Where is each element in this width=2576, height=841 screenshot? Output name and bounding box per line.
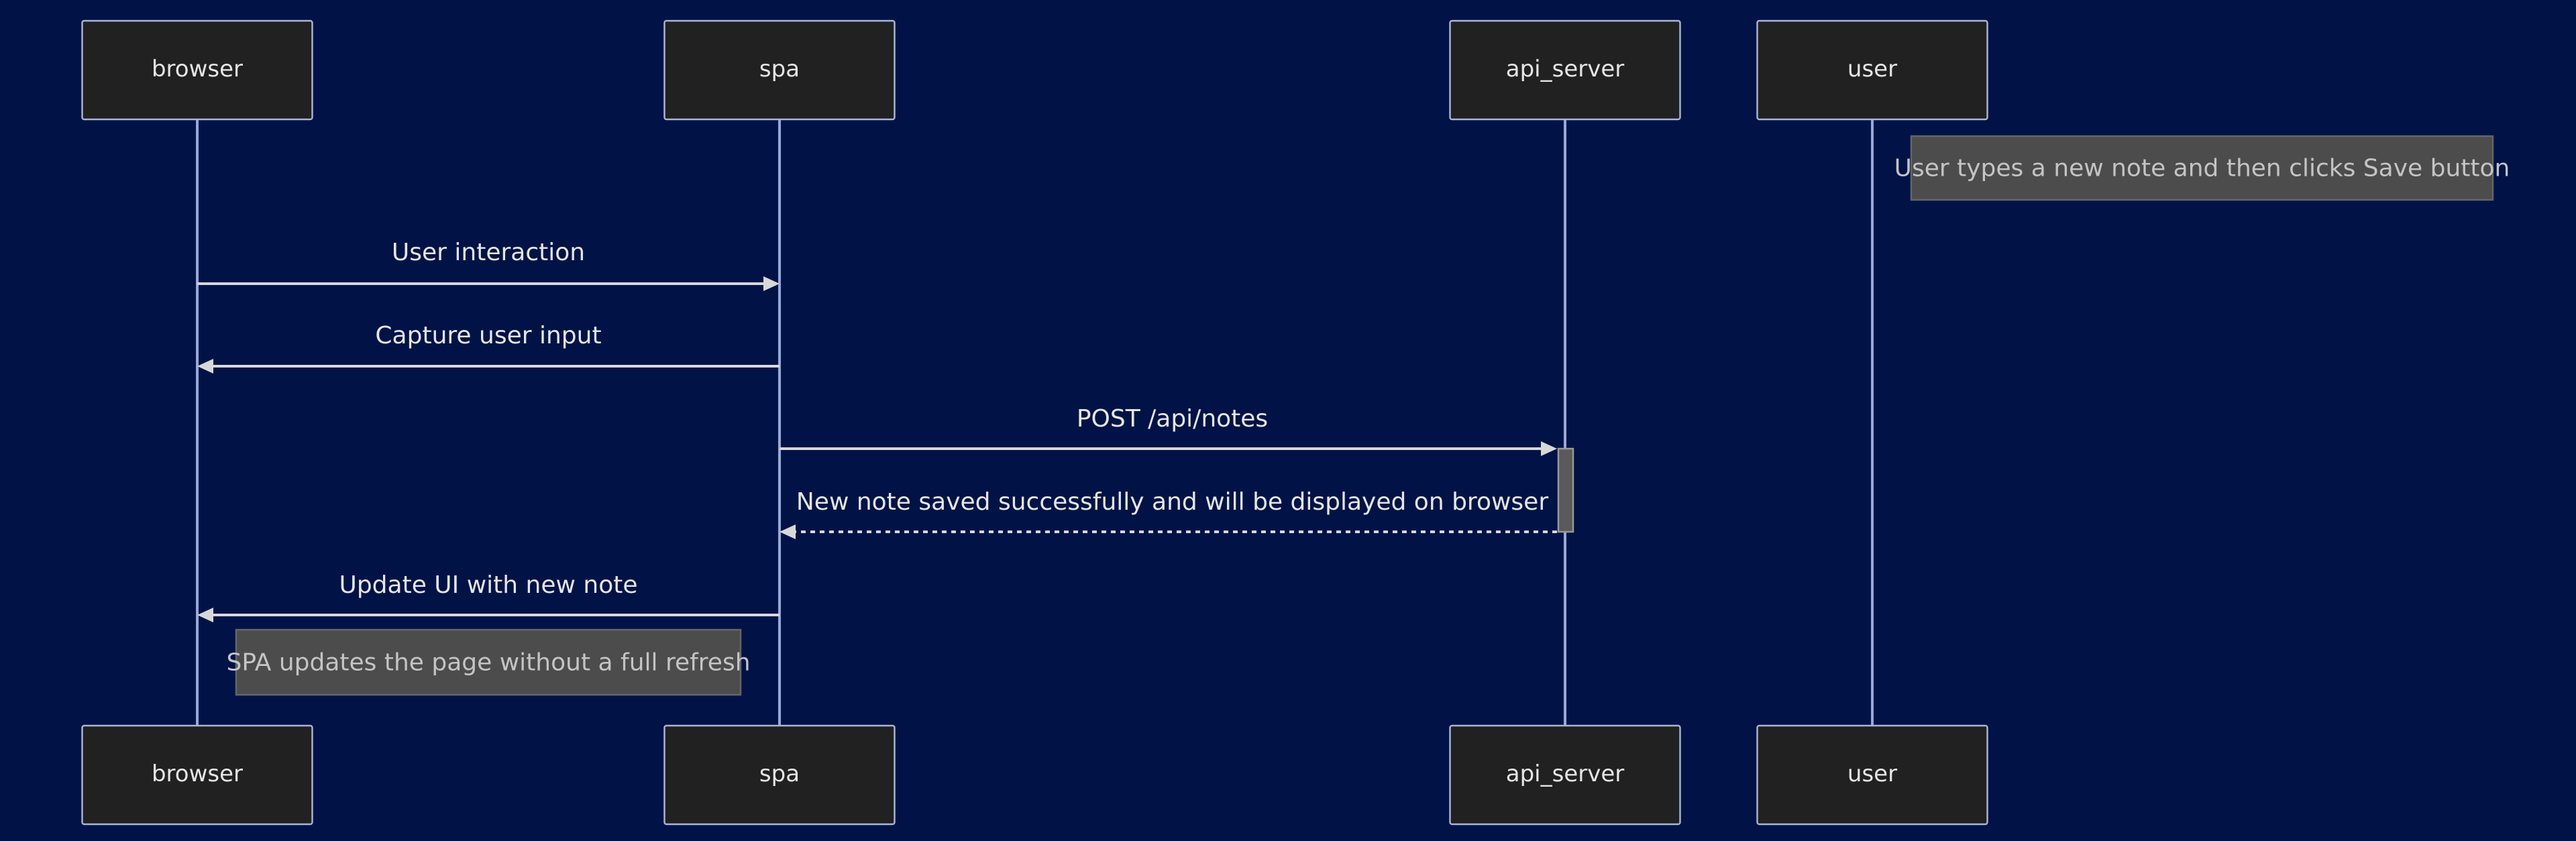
- lifelines: [196, 119, 1874, 726]
- actor-box-user-bottom: [1756, 724, 1988, 826]
- activation-bar: [1557, 447, 1574, 533]
- message-arrowhead: [1541, 441, 1557, 456]
- message-arrowhead: [780, 524, 796, 539]
- actor-label-spa-top: spa: [759, 56, 800, 82]
- message-label: Capture user input: [375, 322, 601, 349]
- actor-label-spa-bottom: spa: [759, 761, 800, 787]
- message-label: Update UI with new note: [339, 571, 637, 599]
- note-text: SPA updates the page without a full refr…: [226, 649, 750, 677]
- actors-bottom: browser spa api_server user: [81, 724, 1988, 826]
- actor-label-browser-top: browser: [152, 56, 243, 82]
- message-arrowhead: [197, 359, 213, 374]
- message-label: POST /api/notes: [1077, 405, 1268, 433]
- actor-box-browser-top: [81, 19, 313, 121]
- notes: User types a new note and then clicks Sa…: [226, 135, 2510, 696]
- actor-box-browser-bottom: [81, 724, 313, 826]
- note-box: [235, 628, 742, 696]
- message-arrowhead: [197, 608, 213, 622]
- note-text: User types a new note and then clicks Sa…: [1894, 155, 2510, 182]
- actor-label-user-top: user: [1847, 56, 1897, 82]
- actor-label-api_server-top: api_server: [1506, 56, 1625, 82]
- message-label: User interaction: [392, 239, 585, 266]
- actor-box-spa-bottom: [663, 724, 896, 826]
- activations: [1557, 447, 1574, 533]
- actor-box-spa-top: [663, 19, 896, 121]
- actor-label-browser-bottom: browser: [152, 761, 243, 787]
- actor-label-api_server-bottom: api_server: [1506, 761, 1625, 787]
- message-label: New note saved successfully and will be …: [796, 488, 1548, 516]
- message-arrowhead: [763, 276, 780, 291]
- actor-box-api_server-top: [1449, 19, 1681, 121]
- actor-label-user-bottom: user: [1847, 761, 1897, 787]
- actor-box-api_server-bottom: [1449, 724, 1681, 826]
- note-box: [1910, 135, 2494, 201]
- actor-box-user-top: [1756, 19, 1988, 121]
- actors-top: browser spa api_server user: [81, 19, 1988, 121]
